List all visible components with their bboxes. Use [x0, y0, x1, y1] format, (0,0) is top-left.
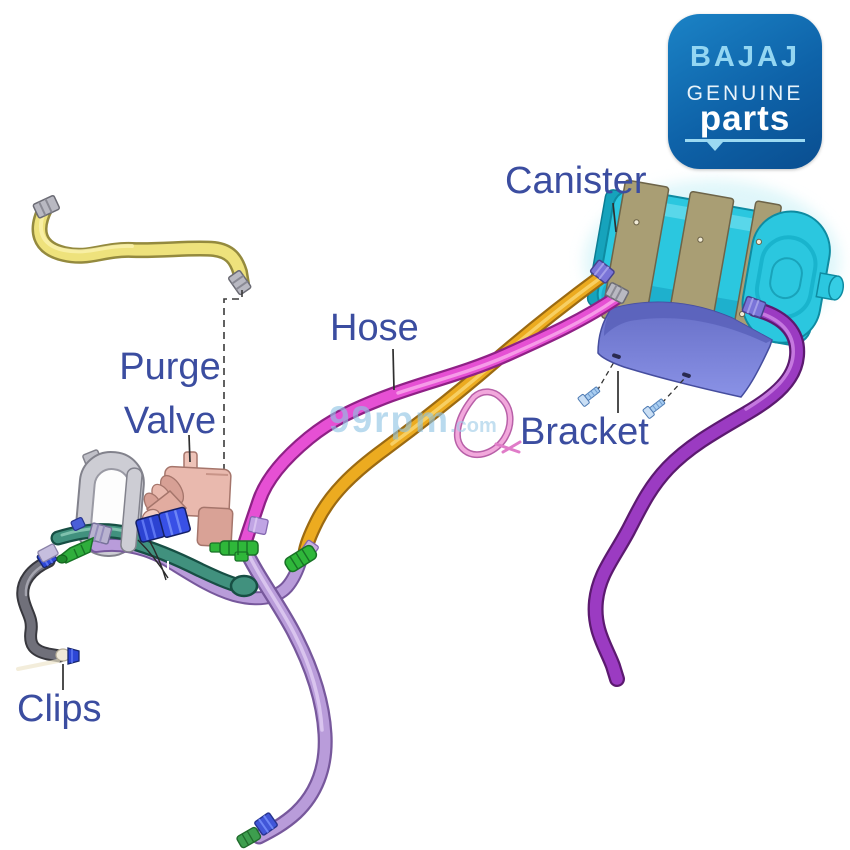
bracket-bolt	[577, 386, 601, 407]
leader-hose	[392, 348, 395, 391]
bolt-guide-line	[596, 361, 615, 392]
watermark: 99rpm.com	[329, 399, 497, 441]
coupler	[247, 516, 269, 535]
green-connector	[56, 536, 95, 564]
wire	[137, 537, 169, 581]
small-blue-clip	[70, 516, 86, 532]
watermark-main: 99rpm	[329, 399, 451, 440]
bracket-bolt	[642, 398, 666, 419]
badge-underline-notch	[707, 142, 723, 151]
faint-streak	[16, 659, 60, 671]
purge-valve-label-line1: Purge	[119, 346, 221, 388]
bracket-label: Bracket	[520, 411, 649, 453]
leader-purge-valve	[188, 434, 191, 463]
green-connector	[236, 826, 262, 849]
badge-underline	[685, 139, 805, 151]
bracket	[597, 301, 773, 398]
bajaj-genuine-parts-badge: BAJAJ GENUINE parts	[668, 14, 822, 169]
clip	[254, 812, 278, 836]
badge-brand-text: BAJAJ	[689, 41, 801, 73]
coupler	[37, 543, 59, 563]
clip	[158, 506, 191, 538]
hose-clamp	[32, 195, 61, 219]
dark-gray-hose	[16, 554, 71, 671]
mount-band-front	[120, 467, 143, 553]
purple-hose	[587, 301, 806, 687]
bracket-hole	[682, 372, 691, 378]
clip	[67, 647, 80, 665]
hose-clamp	[741, 295, 767, 319]
leader-canister	[612, 202, 617, 233]
dashed-guide-line	[223, 290, 243, 540]
badge-genuine-text: GENUINE	[686, 82, 804, 105]
watermark-suffix: .com	[450, 415, 497, 437]
hose-label: Hose	[330, 307, 419, 349]
cable-tie-loop	[453, 388, 522, 459]
green-connector	[209, 540, 259, 562]
purge-valve-label-line2: Valve	[123, 400, 217, 442]
yellow-hose	[31, 199, 250, 292]
clips-label: Clips	[17, 688, 102, 730]
green-connector	[284, 544, 318, 573]
bolt-guide-line	[661, 378, 685, 404]
hose-clamp	[589, 259, 615, 284]
bracket-hole	[612, 353, 621, 359]
hose-clamp	[227, 270, 252, 296]
canister-label: Canister	[505, 160, 647, 202]
hose-clamp	[87, 522, 113, 545]
badge-parts-text: parts	[699, 99, 791, 138]
teal-hose-end	[229, 574, 259, 598]
leader-lines	[62, 202, 619, 690]
hose-clamp	[604, 282, 630, 304]
lavender-hose-long	[237, 541, 333, 845]
purge-valve-label: Purge Valve	[114, 340, 226, 448]
purge-valve	[141, 451, 234, 548]
magenta-hose	[236, 288, 627, 554]
